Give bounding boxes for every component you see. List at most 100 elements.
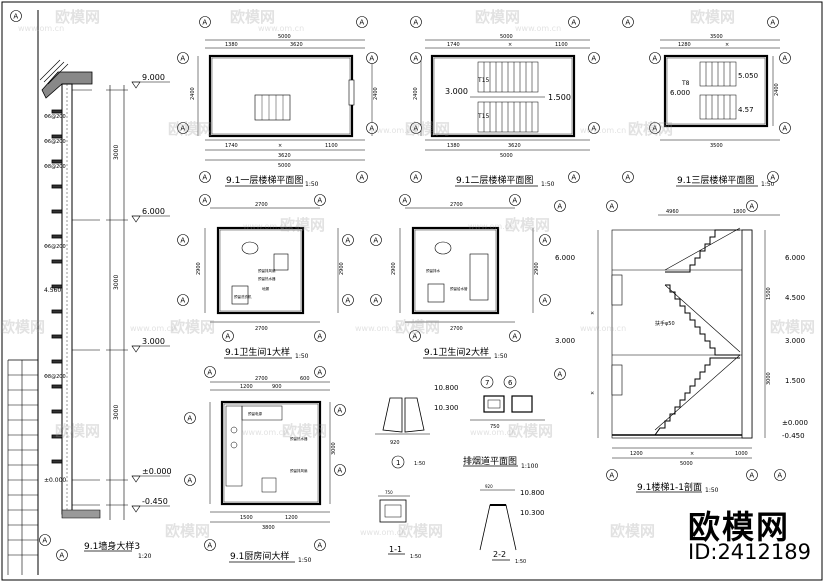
bath2-title: 9.1卫生间2大样 (424, 346, 489, 358)
axis-marker-label: A (317, 542, 322, 550)
wall-note-1: Φ6@200 (44, 114, 66, 120)
axis-marker-circle (314, 330, 326, 342)
axis-marker-circle (177, 52, 189, 64)
axis-marker-label: A (557, 203, 562, 211)
svg-text:±0.000: ±0.000 (44, 477, 66, 484)
svg-text:7: 7 (485, 379, 489, 387)
b2-room-label-2: 预留给水管 (450, 286, 468, 291)
k-counter (225, 405, 243, 487)
sec-dim-top-1800: 1800 (733, 209, 746, 215)
wall-note-4: Φ6@200 (44, 244, 66, 250)
axis-marker-circle (366, 52, 378, 64)
sec-dim-left-cross-2: × (590, 391, 596, 395)
b1-washbasin (241, 241, 259, 255)
axis-marker-circle (410, 16, 422, 28)
sec-dim-right-1500: 1500 (766, 287, 772, 300)
section-1-1-shape (379, 499, 407, 523)
p1-dim-top-3620: 3620 (290, 42, 303, 48)
level-4560: 4.560 (44, 287, 61, 294)
axis-marker-label: A (187, 415, 192, 423)
axis-marker-label: A (187, 477, 192, 485)
axis-marker-label: A (345, 237, 350, 245)
b2-room-label-1: 预留排水 (426, 268, 440, 273)
axis-marker-label: A (337, 467, 342, 475)
svg-text:3.000: 3.000 (142, 337, 165, 346)
section-2-2-shape (479, 504, 517, 551)
stair-flight-3 (665, 229, 740, 273)
k-room-label-1: 预留电源 (248, 411, 262, 416)
ch-dim-750: 750 (490, 424, 500, 430)
section-1-1-scale: 1:50 (410, 554, 421, 560)
axis-marker-label: A (207, 542, 212, 550)
plan1-title: 9.1一层楼梯平面图 (226, 174, 303, 186)
axis-marker-label: A (542, 297, 547, 305)
b1-dim-left-2900: 2900 (196, 262, 202, 275)
sec-dim-right-3000: 3000 (766, 372, 772, 385)
axis-marker-circle (767, 171, 779, 183)
svg-text:9.000: 9.000 (142, 73, 165, 82)
axis-marker-circle (184, 474, 196, 486)
p3-level-5050: 5.050 (738, 72, 758, 80)
sec-dim-left-cross-1: × (590, 311, 596, 315)
detail-marker-6 (503, 375, 517, 389)
wall-section-scale: 1:20 (138, 553, 152, 560)
sec-level-left-6000: 6.000 (555, 254, 575, 262)
bathroom-1-detail: 2700 预留排风扇 预留热水器 预留洗衣机 地漏 2700 2900 2900… (196, 202, 345, 360)
axis-marker-circle (588, 52, 600, 64)
b1-room-label-1: 预留排风扇 (258, 268, 276, 273)
axis-marker-label: A (373, 237, 378, 245)
p3-level-6000: 6.000 (670, 89, 690, 97)
b1-room-label-3: 预留洗衣机 (234, 294, 252, 299)
axis-marker-circle (409, 330, 421, 342)
bath2-scale: 1:50 (494, 353, 508, 360)
p3-dim-top-cross: × (725, 42, 729, 48)
b1-toilet (231, 285, 249, 305)
axis-marker-label: A (413, 19, 418, 27)
b2-dim-left-2900: 2900 (391, 262, 397, 275)
level-0000: ±0.000 ±0.000 (44, 467, 172, 484)
k-dim-top-1200: 1200 (240, 384, 253, 390)
sec-railing-label: 扶手φ50 (655, 320, 675, 327)
axis-marker-circle (410, 122, 422, 134)
level-6000: 6.000 (131, 207, 170, 223)
axis-marker-label: A (571, 19, 576, 27)
axis-marker-label: A (542, 237, 547, 245)
axis-marker-label: A (180, 125, 185, 133)
axis-marker-circle (356, 171, 368, 183)
axis-marker-label: A (180, 237, 185, 245)
axis-marker-label: A (413, 55, 418, 63)
p1-dim-left-2400: 2400 (190, 87, 196, 100)
axis-marker-circle (370, 234, 382, 246)
axis-marker-label: A (652, 125, 657, 133)
p3-dim-top-1280: 1280 (678, 42, 691, 48)
axis-marker-label: A (317, 197, 322, 205)
p2-level-1500: 1.500 (548, 93, 571, 102)
axis-marker-label: A (13, 13, 18, 21)
axis-marker-label: A (571, 174, 576, 182)
axis-marker-circle (779, 122, 791, 134)
wall-note-3: Φ8@200 (44, 164, 66, 170)
axis-marker-circle (606, 200, 618, 212)
p2-dim-left-2400: 2400 (413, 87, 419, 100)
axis-marker-label: A (412, 333, 417, 341)
axis-marker-label: A (42, 537, 47, 545)
axis-marker-circle (399, 194, 411, 206)
axis-marker-circle (204, 366, 216, 378)
p1-dim-bot-1100: 1100 (325, 143, 338, 149)
axis-marker-label: A (770, 174, 775, 182)
axis-marker-circle (334, 464, 346, 476)
axis-marker-circle (10, 10, 22, 22)
axis-marker-circle (199, 171, 211, 183)
p3-level-457: 4.57 (738, 106, 754, 114)
axis-marker-label: A (180, 55, 185, 63)
p1-dim-top-1380: 1380 (225, 42, 238, 48)
axis-marker-circle (222, 330, 234, 342)
sec-level-right-3000: 3.000 (785, 337, 805, 345)
axis-marker-label: A (625, 19, 630, 27)
axis-marker-circle (177, 122, 189, 134)
b1-dim-right-2900: 2900 (339, 262, 345, 275)
plan1-scale: 1:50 (305, 181, 319, 188)
level-3000: 3.000 (131, 337, 170, 353)
